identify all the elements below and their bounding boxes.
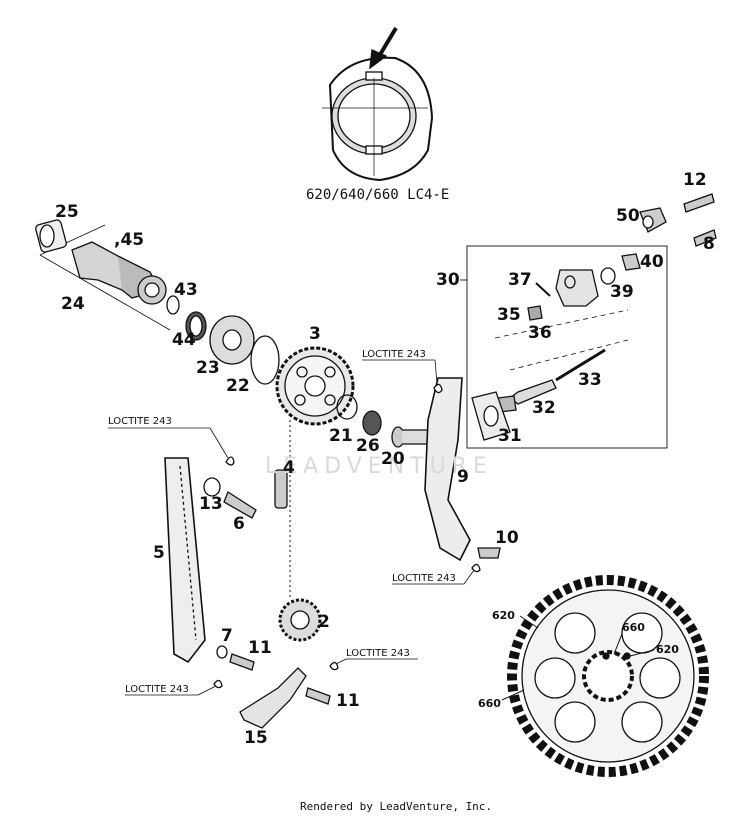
callout-23: 23	[196, 358, 220, 378]
callout-5: 5	[153, 543, 165, 563]
callout-8: 8	[703, 234, 715, 254]
guide-rail	[424, 377, 471, 562]
callout-11a: 11	[248, 638, 272, 658]
callout-10: 10	[495, 528, 519, 548]
callout-50: 50	[616, 206, 640, 226]
detail-cam-section	[322, 56, 434, 182]
screw-8	[693, 229, 717, 247]
callout-13: 13	[199, 494, 223, 514]
drop-l4	[213, 679, 223, 689]
guide-piece-4	[274, 469, 288, 509]
loctite-label-2: LOCTITE 243	[362, 349, 426, 360]
callout-33: 33	[578, 370, 602, 390]
bolt-10	[477, 547, 501, 559]
bolt-11b	[305, 687, 331, 705]
watermark: LEADVENTURE	[265, 454, 493, 479]
loctite-label-1: LOCTITE 243	[108, 416, 172, 427]
callout-30: 30	[436, 270, 460, 290]
washer-21	[336, 394, 358, 420]
mark-660-left: 660	[478, 697, 501, 710]
callout-9: 9	[457, 467, 469, 487]
washer-13	[203, 477, 221, 497]
callout-11b: 11	[336, 691, 360, 711]
loctite-leaders	[108, 359, 475, 696]
footer-credit: Rendered by LeadVenture, Inc.	[300, 800, 493, 813]
bracket-15	[239, 667, 307, 729]
sprocket-detail	[501, 575, 709, 777]
screw-12	[683, 193, 715, 213]
cam-sprocket	[275, 346, 355, 426]
mark-620-left: 620	[492, 609, 515, 622]
drop-l3	[471, 563, 481, 573]
washer-7	[216, 645, 228, 659]
callout-43: 43	[174, 280, 198, 300]
tensioner-box	[466, 245, 668, 449]
crank-sprocket	[278, 598, 322, 642]
callout-39: 39	[610, 282, 634, 302]
callout-15: 15	[244, 728, 268, 748]
bolt-11a	[229, 653, 255, 671]
camshaft-group	[35, 219, 280, 385]
callout-40: 40	[640, 252, 664, 272]
loctite-label-4: LOCTITE 243	[125, 684, 189, 695]
bolt-6	[223, 491, 257, 519]
drop-l5	[329, 661, 339, 671]
drop-l2	[433, 383, 443, 394]
callout-4: 4	[283, 458, 295, 478]
callout-44: 44	[172, 330, 196, 350]
callout-22: 22	[226, 376, 250, 396]
tensioner-rail	[164, 457, 206, 664]
variant-caption: 620/640/660 LC4-E	[306, 187, 450, 203]
callout-37: 37	[508, 270, 532, 290]
callout-35: 35	[497, 305, 521, 325]
callout-26: 26	[356, 436, 380, 456]
callout-45: ,45	[114, 230, 145, 250]
mark-660-center: 660	[622, 621, 645, 634]
callout-2: 2	[318, 612, 330, 632]
callout-6: 6	[233, 514, 245, 534]
callout-31: 31	[498, 426, 522, 446]
callout-21: 21	[329, 426, 353, 446]
callout-7: 7	[221, 626, 233, 646]
banjo-50	[639, 207, 667, 233]
callout-36: 36	[528, 323, 552, 343]
callout-32: 32	[532, 398, 556, 418]
callout-3: 3	[309, 324, 321, 344]
drop-l1	[225, 456, 235, 466]
callout-12: 12	[683, 170, 707, 190]
tensioner-assembly	[471, 253, 641, 441]
callout-25: 25	[55, 202, 79, 222]
loctite-label-3: LOCTITE 243	[392, 573, 456, 584]
nut-26	[362, 410, 382, 436]
callout-20: 20	[381, 449, 405, 469]
bolt-20	[391, 426, 431, 448]
arrow-indicator	[369, 26, 398, 70]
loctite-label-5: LOCTITE 243	[346, 648, 410, 659]
mark-620-right: 620	[656, 643, 679, 656]
callout-24: 24	[61, 294, 85, 314]
